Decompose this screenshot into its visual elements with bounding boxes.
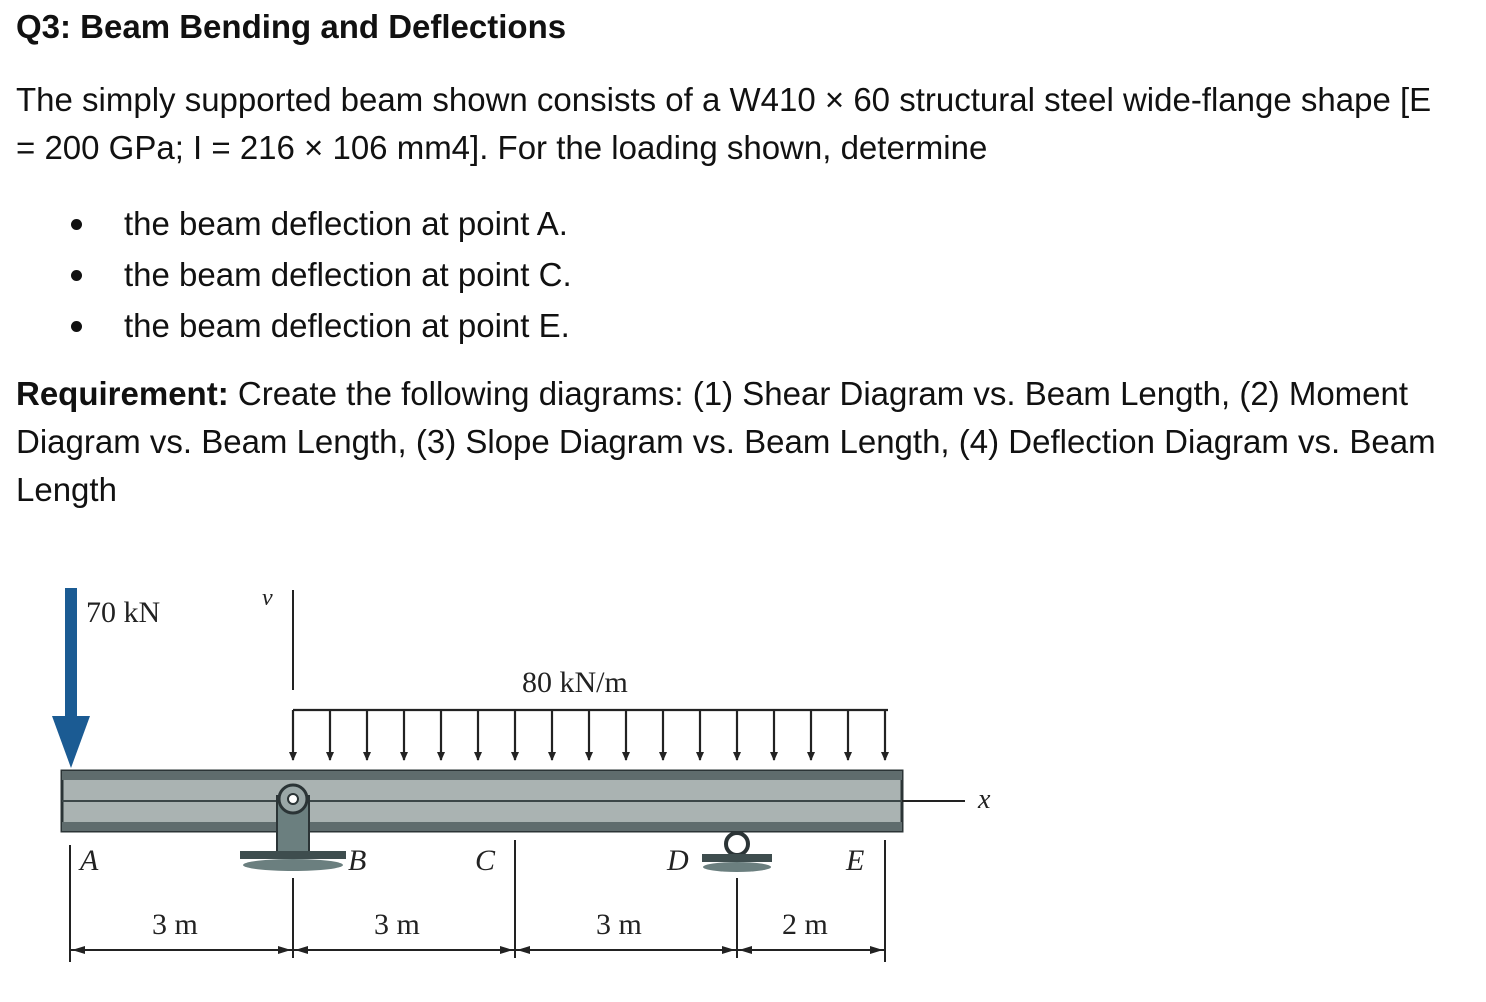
task-item-a: the beam deflection at point A. — [16, 198, 572, 249]
task-item-c: the beam deflection at point C. — [16, 249, 572, 300]
requirement-label: Requirement: — [16, 375, 229, 412]
v-axis-label: v — [262, 585, 273, 611]
pin-support-b — [240, 783, 346, 871]
requirement-paragraph: Requirement: Create the following diagra… — [16, 370, 1456, 514]
beam — [60, 769, 904, 833]
span-bc-label: 3 m — [374, 908, 420, 941]
point-d-label: D — [666, 844, 689, 877]
point-a-label: A — [78, 844, 99, 877]
distributed-load — [289, 708, 889, 761]
dimension-lines — [69, 840, 886, 962]
x-axis-label: x — [977, 784, 991, 815]
problem-statement: The simply supported beam shown consists… — [16, 81, 1432, 166]
span-ab-label: 3 m — [152, 908, 198, 941]
beam-diagram: 70 kN v 80 kN/m x — [52, 585, 991, 962]
task-item-e: the beam deflection at point E. — [16, 300, 572, 351]
requirement-text: Create the following diagrams: (1) Shear… — [16, 375, 1436, 508]
roller-support-d — [702, 831, 772, 872]
task-list: the beam deflection at point A. the beam… — [16, 198, 572, 351]
question-title: Q3: Beam Bending and Deflections — [16, 8, 567, 45]
distributed-load-label: 80 kN/m — [522, 666, 628, 699]
span-de-label: 2 m — [782, 908, 828, 941]
point-load-arrow — [52, 588, 90, 768]
point-load-label: 70 kN — [86, 596, 160, 629]
point-b-label: B — [348, 844, 366, 877]
span-cd-label: 3 m — [596, 908, 642, 941]
point-c-label: C — [475, 844, 496, 877]
point-e-label: E — [845, 844, 864, 877]
